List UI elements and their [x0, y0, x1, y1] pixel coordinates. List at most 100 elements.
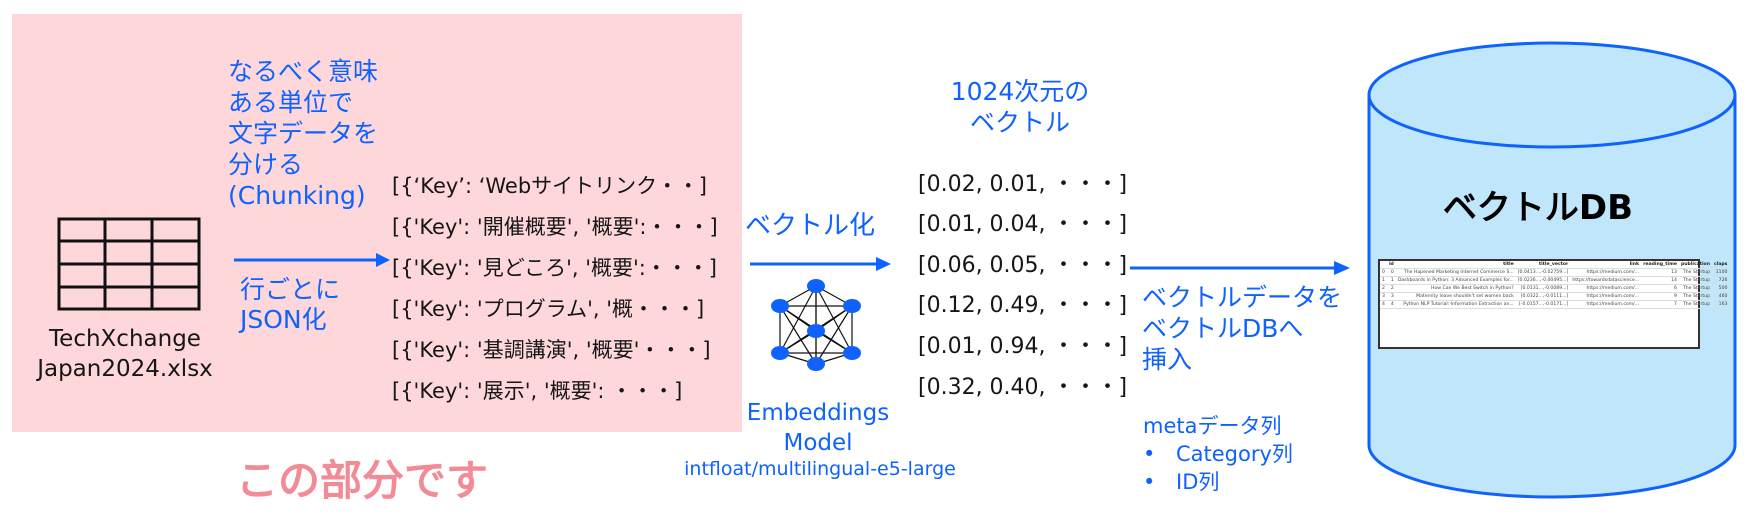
insert-caption: ベクトルデータを ベクトルDBへ 挿入: [1142, 282, 1342, 375]
table-cell: 1100: [1712, 268, 1730, 277]
chunking-caption: なるべく意味 ある単位で 文字データを 分ける (Chunking): [228, 56, 378, 211]
table-row: 2 2 How Can We Best Switch in Python? [0…: [1380, 284, 1730, 293]
table-cell: 0: [1386, 268, 1396, 277]
table-header: claps: [1712, 261, 1730, 269]
vector-item: [0.32, 0.40, ・・・]: [918, 375, 1128, 400]
table-cell: 3: [1386, 292, 1396, 301]
insert-caption-line: ベクトルDBへ: [1142, 314, 1304, 343]
table-cell: 4: [1380, 300, 1387, 309]
table-cell: 1: [1380, 276, 1387, 285]
table-cell: 9: [1641, 292, 1679, 301]
vector-item: [0.01, 0.04, ・・・]: [918, 212, 1128, 237]
arrow-right-icon: [1130, 261, 1350, 275]
table-row: 0 0 The Hapened Marketing Internet Comme…: [1380, 268, 1730, 277]
table-cell: 163: [1712, 300, 1730, 309]
table-row: 3 3 Maternity leave shouldn't set women …: [1380, 292, 1730, 301]
meta-column-item: • ID列: [1143, 466, 1219, 496]
chunking-caption-line: 分ける: [228, 150, 304, 179]
chunk-item: [{'Key': '展示', '概要': ・・・]: [392, 379, 683, 403]
vector-item: [0.06, 0.05, ・・・]: [918, 253, 1128, 278]
insert-caption-line: 挿入: [1142, 345, 1193, 374]
chunk-item: [{'Key': '開催概要', '概要':・・・]: [392, 215, 718, 239]
table-cell: 13: [1641, 268, 1679, 277]
chunk-item: [{'Key': '基調講演', '概要'・・・]: [392, 338, 711, 362]
table-grid-icon: [57, 217, 201, 311]
table-cell: The Hapened Marketing Internet Commerce …: [1395, 268, 1516, 277]
chunking-caption-line: (Chunking): [228, 181, 366, 210]
db-table-preview: id title title_vector link reading_time …: [1378, 259, 1730, 349]
vector-caption-line: 1024次元の: [950, 77, 1090, 106]
table-cell: 726: [1712, 276, 1730, 285]
row-json-caption-line: 行ごとに: [240, 275, 341, 304]
vector-item: [0.12, 0.49, ・・・]: [918, 293, 1128, 318]
file-name-line: Japan2024.xlsx: [37, 356, 213, 382]
table-header: id: [1386, 261, 1396, 269]
chunk-item: [{'Key': 'プログラム', '概・・・]: [392, 297, 705, 321]
table-row: 4 4 Python NLP Tutorial: Information Ext…: [1380, 300, 1730, 309]
db-table: id title title_vector link reading_time …: [1380, 261, 1730, 309]
meta-column-label: Category列: [1176, 442, 1293, 466]
row-json-caption-line: JSON化: [240, 305, 327, 334]
vector-dimension-caption: 1024次元の ベクトル: [935, 76, 1105, 138]
bullet-icon: •: [1143, 470, 1156, 494]
neural-network-icon: [771, 279, 861, 371]
vector-item: [0.02, 0.01, ・・・]: [918, 172, 1128, 197]
insert-caption-line: ベクトルデータを: [1142, 283, 1343, 312]
table-cell: How Can We Best Switch in Python?: [1395, 284, 1516, 293]
model-id-label: intfloat/multilingual-e5-large: [684, 458, 956, 480]
table-cell: 2: [1380, 284, 1387, 293]
table-cell: The Startup: [1678, 276, 1712, 285]
this-part-label: この部分です: [236, 456, 489, 505]
vector-caption-line: ベクトル: [969, 108, 1070, 137]
table-cell: The Startup: [1678, 284, 1712, 293]
table-header: title_vector: [1515, 261, 1571, 269]
table-header-row: id title title_vector link reading_time …: [1380, 261, 1730, 269]
table-cell: [-0.0157...,-0.0171...]: [1515, 300, 1571, 309]
table-cell: [0.0131...,-0.0089...]: [1515, 284, 1571, 293]
vector-db-title: ベクトルDB: [1442, 188, 1634, 228]
table-header: reading_time: [1641, 261, 1679, 269]
table-cell: https://medium.com/...: [1570, 284, 1642, 293]
table-cell: [0.0322...,-0.0111...]: [1515, 292, 1571, 301]
bullet-icon: •: [1143, 442, 1156, 466]
table-row: 1 1 Dashboards in Python: 3 Advanced Exa…: [1380, 276, 1730, 285]
vectorize-label: ベクトル化: [745, 211, 876, 241]
table-cell: 0: [1380, 268, 1387, 277]
table-cell: [0.0236...,-0.00495...]: [1515, 276, 1571, 285]
table-cell: 1: [1386, 276, 1396, 285]
arrow-right-icon: [750, 257, 891, 271]
table-cell: The Startup: [1678, 300, 1712, 309]
table-cell: 6: [1641, 284, 1679, 293]
table-cell: [0.0413...,-0.02759...]: [1515, 268, 1571, 277]
chunking-caption-line: ある単位で: [228, 88, 354, 117]
table-cell: 2: [1386, 284, 1396, 293]
table-cell: https://medium.com/...: [1570, 268, 1642, 277]
vector-item: [0.01, 0.94, ・・・]: [918, 334, 1128, 359]
row-json-caption: 行ごとに JSON化: [240, 275, 340, 335]
table-cell: The Startup: [1678, 268, 1712, 277]
table-cell: Dashboards in Python: 3 Advanced Example…: [1395, 276, 1516, 285]
meta-column-label: ID列: [1176, 470, 1220, 494]
table-cell: https://medium.com/...: [1570, 300, 1642, 309]
table-cell: 3: [1380, 292, 1387, 301]
table-cell: 460: [1712, 292, 1730, 301]
table-cell: 7: [1641, 300, 1679, 309]
table-cell: The Startup: [1678, 292, 1712, 301]
meta-column-item: • Category列: [1143, 438, 1293, 468]
chunking-caption-line: 文字データを: [228, 119, 379, 148]
file-name-line: TechXchange: [49, 326, 201, 352]
table-cell: https://medium.com/...: [1570, 292, 1642, 301]
chunking-caption-line: なるべく意味: [228, 57, 379, 86]
chunk-item: [{'Key': '見どころ', '概要':・・・]: [392, 256, 718, 280]
model-name-line: Model: [783, 430, 853, 456]
table-header: publication: [1678, 261, 1712, 269]
arrow-right-icon: [234, 253, 390, 267]
table-cell: Maternity leave shouldn't set women back: [1395, 292, 1516, 301]
model-name-line: Embeddings: [746, 400, 890, 426]
chunk-item: [{‘Key’: ‘Webサイトリンク・・]: [392, 174, 707, 198]
embeddings-model-label: Embeddings Model: [740, 398, 896, 458]
table-cell: 14: [1641, 276, 1679, 285]
meta-columns-title: metaデータ列: [1143, 414, 1282, 438]
table-header: title: [1395, 261, 1516, 269]
highlight-region: [12, 14, 742, 432]
